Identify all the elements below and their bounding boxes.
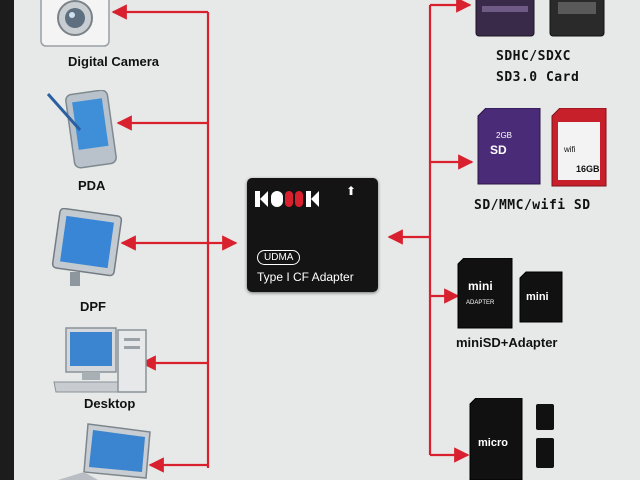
adapter-title: Type I CF Adapter bbox=[257, 270, 354, 284]
sdhc-card-icon bbox=[475, 0, 605, 37]
sd-card-letters: SD bbox=[490, 143, 507, 157]
photo-frame-icon bbox=[51, 208, 123, 286]
microsd-card-icon: micro bbox=[469, 398, 554, 480]
label-pda: PDA bbox=[78, 178, 106, 193]
pda-icon bbox=[46, 90, 117, 169]
label-desktop: Desktop bbox=[84, 396, 136, 411]
sd-card-icon: 2GB SD wifi 16GB bbox=[477, 108, 607, 187]
wifi-sd-capacity: 16GB bbox=[576, 164, 600, 174]
cf-adapter-card: ⬆ UDMA Type I CF Adapter bbox=[247, 178, 378, 292]
insert-arrow-icon: ⬆ bbox=[345, 184, 356, 198]
label-dpf: DPF bbox=[80, 299, 106, 314]
minisd-card-icon: mini ADAPTER mini bbox=[457, 258, 563, 329]
minisd-adapter-label: ADAPTER bbox=[466, 300, 495, 306]
sd-card-capacity: 2GB bbox=[496, 131, 512, 140]
desktop-icon bbox=[53, 327, 147, 393]
wifi-sd-text: wifi bbox=[563, 145, 576, 154]
label-sdhc-line1: SDHC/SDXC bbox=[496, 49, 571, 64]
label-sd-mmc-wifi: SD/MMC/wifi SD bbox=[474, 198, 591, 213]
udma-badge: UDMA bbox=[257, 250, 301, 265]
minisd-adapter-text: mini bbox=[468, 279, 493, 293]
laptop-icon bbox=[58, 423, 151, 480]
microsd-adapter-text: micro bbox=[478, 437, 508, 449]
left-dark-edge bbox=[0, 0, 14, 480]
minisd-card-text: mini bbox=[526, 291, 549, 303]
brand-logo-icon bbox=[255, 191, 319, 207]
label-digital-camera: Digital Camera bbox=[68, 54, 160, 69]
camera-icon bbox=[40, 0, 110, 47]
label-minisd-adapter: miniSD+Adapter bbox=[456, 335, 558, 350]
label-sdhc-line2: SD3.0 Card bbox=[496, 70, 580, 85]
